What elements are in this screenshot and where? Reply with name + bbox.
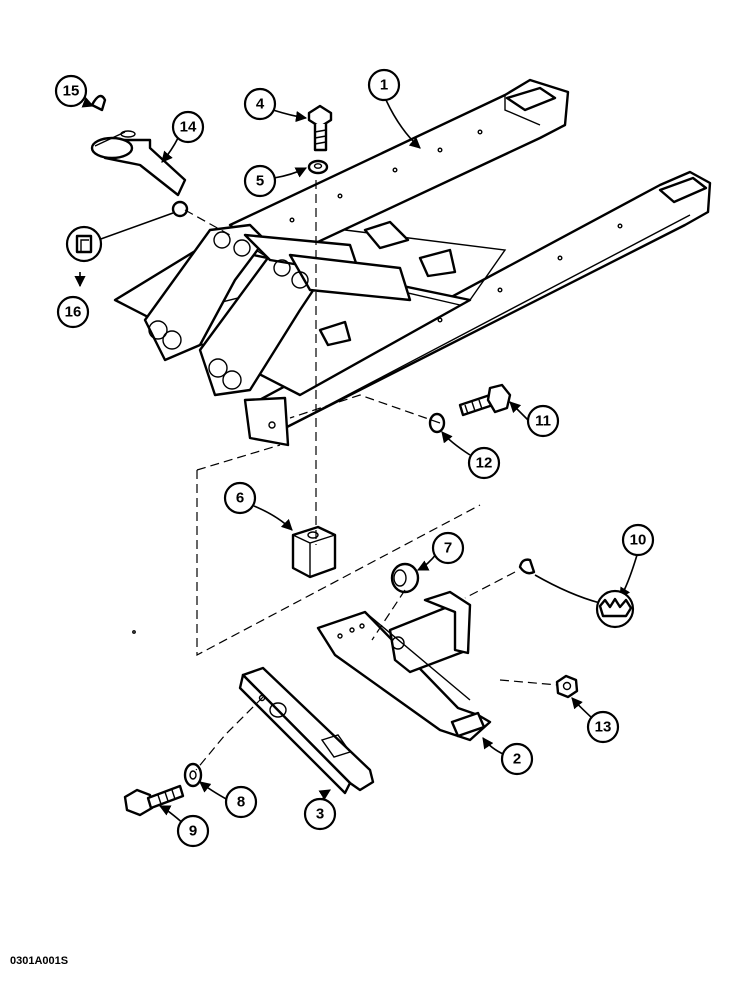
callout-14: 14 — [171, 110, 205, 144]
assembly-line — [499, 679, 559, 686]
pivot-pin-14 — [90, 130, 187, 197]
bolt-4 — [307, 104, 333, 152]
clip-15 — [90, 94, 107, 112]
svg-text:15: 15 — [63, 83, 80, 100]
svg-text:13: 13 — [595, 719, 612, 736]
callout-8: 8 — [224, 785, 258, 819]
plug-10 — [518, 558, 536, 575]
washer-12 — [428, 412, 446, 434]
nut-13 — [555, 674, 579, 699]
svg-text:2: 2 — [513, 751, 521, 768]
svg-text:12: 12 — [476, 455, 493, 472]
svg-text:9: 9 — [189, 823, 197, 840]
bolt-11 — [458, 383, 512, 417]
leader-line — [273, 167, 308, 179]
kit-symbol — [65, 225, 103, 263]
callout-3: 3 — [303, 797, 337, 831]
assembly-line — [184, 209, 231, 236]
dot-mark — [132, 630, 136, 634]
assembly-line — [196, 470, 481, 656]
callout-1: 1 — [367, 68, 401, 102]
assembly-line — [464, 571, 516, 599]
svg-text:14: 14 — [180, 119, 197, 136]
gear-tooth-symbol — [595, 589, 635, 629]
figure-code: 0301A001S — [10, 955, 69, 967]
leader-line — [161, 137, 179, 163]
assembly-line — [371, 589, 406, 641]
svg-text:8: 8 — [237, 794, 245, 811]
callout-2: 2 — [500, 742, 534, 776]
leader-line — [534, 574, 601, 604]
leader-line — [441, 431, 471, 456]
leader-line — [482, 737, 506, 756]
svg-text:11: 11 — [535, 413, 551, 430]
svg-text:1: 1 — [380, 77, 388, 94]
leader-line — [81, 97, 95, 108]
washer-8 — [183, 762, 203, 788]
assembly-line — [195, 696, 264, 771]
callout-6: 6 — [223, 481, 257, 515]
svg-text:5: 5 — [256, 173, 264, 190]
callout-12: 12 — [467, 446, 501, 480]
assembly-line — [196, 444, 281, 471]
callout-9: 9 — [176, 814, 210, 848]
callout-7: 7 — [431, 531, 465, 565]
axle-mount-2 — [316, 590, 492, 742]
leader-line — [385, 99, 421, 149]
leader-line — [199, 781, 229, 801]
isolator-block-6 — [291, 525, 337, 579]
leader-line — [272, 109, 308, 123]
svg-text:16: 16 — [65, 304, 82, 321]
callout-10: 10 — [621, 523, 655, 557]
svg-text:7: 7 — [444, 540, 452, 557]
leader-line — [571, 697, 593, 719]
callout-5: 5 — [243, 164, 277, 198]
loader-frame — [113, 78, 712, 447]
callout-15: 15 — [54, 74, 88, 108]
callout-11: 11 — [526, 404, 560, 438]
bushing-7 — [390, 562, 420, 594]
svg-text:10: 10 — [630, 532, 647, 549]
cover-plate-3 — [238, 666, 375, 795]
retaining-ring — [171, 200, 189, 218]
callout-16: 16 — [56, 295, 90, 329]
callout-4: 4 — [243, 87, 277, 121]
svg-text:6: 6 — [236, 490, 244, 507]
washer-5 — [307, 159, 329, 175]
leader-line — [253, 505, 293, 531]
callout-13: 13 — [586, 710, 620, 744]
svg-text:4: 4 — [256, 96, 265, 113]
leader-line — [509, 401, 529, 421]
assembly-line — [289, 394, 441, 424]
svg-text:3: 3 — [316, 806, 324, 823]
bolt-9 — [123, 784, 185, 817]
leader-line — [97, 212, 174, 241]
